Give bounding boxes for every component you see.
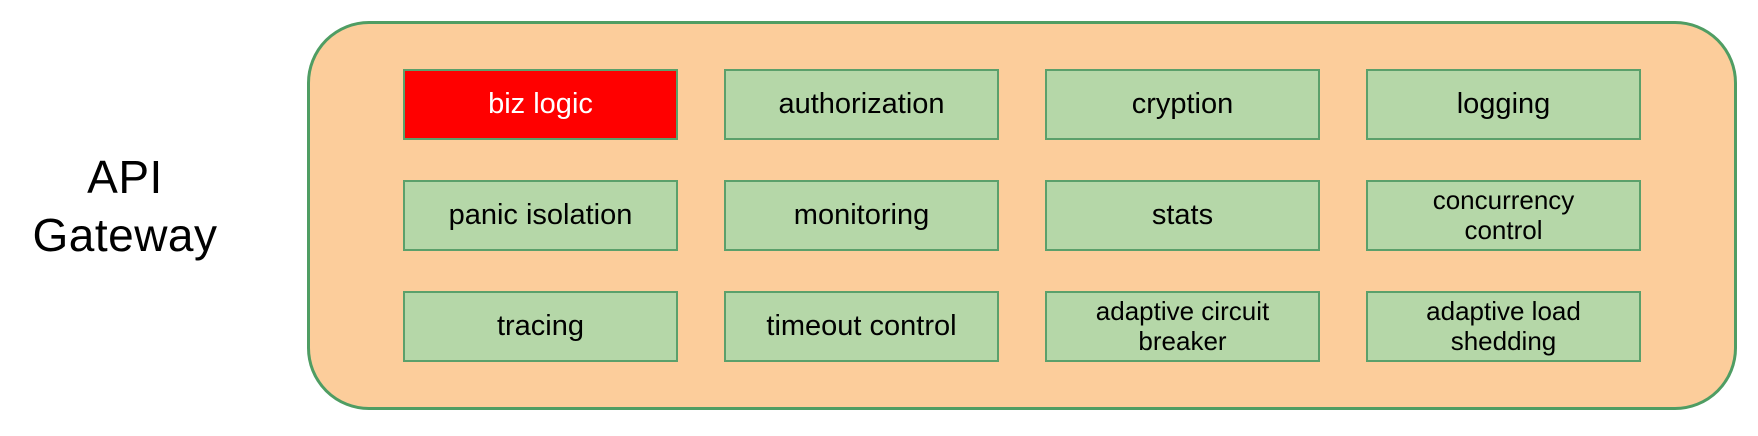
feature-box-label: logging [1456,88,1551,121]
feature-box-label: stats [1151,199,1214,232]
feature-box-timeout-control: timeout control [724,291,999,362]
api-gateway-label: API Gateway [0,148,250,264]
feature-box-label: shedding [1450,325,1557,356]
feature-box-monitoring: monitoring [724,180,999,251]
feature-box-label: monitoring [793,199,930,232]
feature-box-biz-logic: biz logic [403,69,678,140]
gateway-container: biz logic authorization cryption logging pan… [307,21,1737,410]
feature-box-panic-isolation: panic isolation [403,180,678,251]
api-gateway-label-line-2: Gateway [32,209,218,261]
feature-box-tracing: tracing [403,291,678,362]
feature-box-label: adaptive load [1426,296,1581,327]
feature-box-label: cryption [1131,88,1234,121]
feature-box-label: timeout control [766,310,957,343]
feature-box-authorization: authorization [724,69,999,140]
api-gateway-label-line-1: API [87,151,163,203]
feature-box-label: authorization [778,88,945,121]
feature-box-label: concurrency [1432,185,1575,216]
feature-box-cryption: cryption [1045,69,1320,140]
feature-box-label: panic isolation [448,199,633,232]
feature-box-label: biz logic [488,88,593,121]
feature-box-stats: stats [1045,180,1320,251]
feature-box-label: tracing [496,310,585,343]
feature-box-label: control [1464,214,1543,245]
feature-box-logging: logging [1366,69,1641,140]
feature-box-label: breaker [1138,325,1227,356]
feature-box-label: adaptive circuit [1095,296,1270,327]
